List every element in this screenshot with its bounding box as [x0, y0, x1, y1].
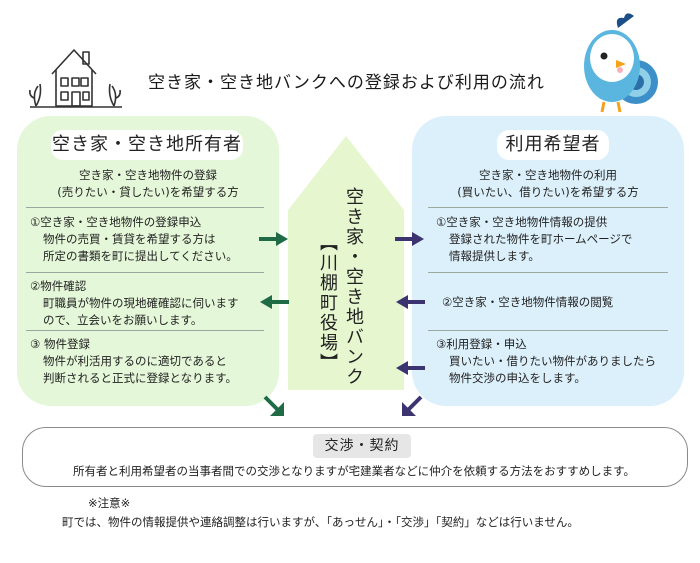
step-text: 物件の売買・賃貸を希望する方は: [43, 232, 216, 246]
user-step-1: ①空き家・空き地物件情報の提供 登録された物件を町ホームページで 情報提供します…: [436, 214, 632, 265]
owner-step-2: ②物件確認 町職員が物件の現地確確認に伺います ので、立会いをお願いします。: [30, 278, 239, 329]
divider: [26, 207, 264, 208]
step-text: 物件が利活用するのに適切であると: [43, 354, 227, 368]
step-text: 登録された物件を町ホームページで: [449, 232, 633, 246]
step-text: 物件交渉の申込をします。: [449, 371, 586, 385]
divider: [428, 330, 668, 331]
arrow-left-icon: [396, 361, 425, 375]
divider: [428, 272, 668, 273]
step-text: 判断されると正式に登録となります。: [43, 371, 238, 385]
arrow-left-icon: [396, 295, 425, 309]
owner-heading: 空き家・空き地所有者: [51, 130, 243, 160]
step-title: ②空き家・空き地物件情報の閲覧: [442, 295, 614, 309]
house-illustration-icon: [29, 49, 122, 108]
note-text: 町では、物件の情報提供や連絡調整は行いますが、「あっせん」・「交渉」「契約」など…: [62, 515, 579, 529]
center-label-office: 【川棚町役場】: [317, 233, 338, 373]
owner-panel: [17, 116, 279, 406]
owner-step-3: ③ 物件登録 物件が利活用するのに適切であると 判断されると正式に登録となります…: [30, 336, 237, 387]
step-title: ③利用登録・申込: [436, 337, 527, 351]
user-heading: 利用希望者: [497, 130, 609, 160]
bird-mascot-icon: [584, 13, 658, 113]
step-title: ①空き家・空き地物件の登録申込: [30, 215, 202, 229]
step-text: ので、立会いをお願いします。: [43, 313, 203, 327]
step-text: 所定の書類を町に提出してください。: [43, 249, 238, 263]
divider: [26, 272, 264, 273]
owner-subtitle: 空き家・空き地物件の登録 (売りたい・貸したい)を希望する方: [17, 167, 279, 201]
arrow-down-left-icon: [402, 395, 423, 416]
step-text: 町職員が物件の現地確確認に伺います: [43, 296, 239, 310]
user-step-2: ②空き家・空き地物件情報の閲覧: [442, 294, 613, 311]
arrow-left-icon: [260, 295, 289, 309]
owner-step-1: ①空き家・空き地物件の登録申込 物件の売買・賃貸を希望する方は 所定の書類を町に…: [30, 214, 238, 265]
arrow-right-icon: [259, 232, 288, 246]
akiya-bank-house-shape: [288, 136, 404, 390]
user-step-3: ③利用登録・申込 買いたい・借りたい物件がありましたら 物件交渉の申込をします。: [436, 336, 656, 387]
step-title: ②物件確認: [30, 279, 87, 293]
divider: [428, 207, 668, 208]
center-label-bank: 空き家・空き地バンク: [343, 187, 364, 387]
negotiation-heading: 交渉・契約: [313, 434, 411, 458]
user-subtitle-line: 空き家・空き地物件の利用: [479, 168, 617, 182]
user-subtitle: 空き家・空き地物件の利用 (買いたい、借りたい)を希望する方: [412, 167, 684, 201]
negotiation-description: 所有者と利用希望者の当事者間での交渉となりますが宅建業者などに仲介を依頼する方法…: [73, 464, 635, 478]
owner-subtitle-line: (売りたい・貸したい)を希望する方: [57, 185, 239, 199]
step-title: ①空き家・空き地物件情報の提供: [436, 215, 608, 229]
divider: [26, 330, 264, 331]
owner-subtitle-line: 空き家・空き地物件の登録: [79, 168, 217, 182]
arrow-down-right-icon: [263, 395, 284, 416]
step-text: 買いたい・借りたい物件がありましたら: [449, 354, 656, 368]
user-subtitle-line: (買いたい、借りたい)を希望する方: [457, 185, 639, 199]
step-title: ③ 物件登録: [30, 337, 90, 351]
page-title: 空き家・空き地バンクへの登録および利用の流れ: [148, 73, 545, 93]
note-title: ※注意※: [88, 496, 131, 510]
user-panel: [412, 116, 684, 406]
step-text: 情報提供します。: [449, 249, 540, 263]
arrow-right-icon: [395, 232, 424, 246]
